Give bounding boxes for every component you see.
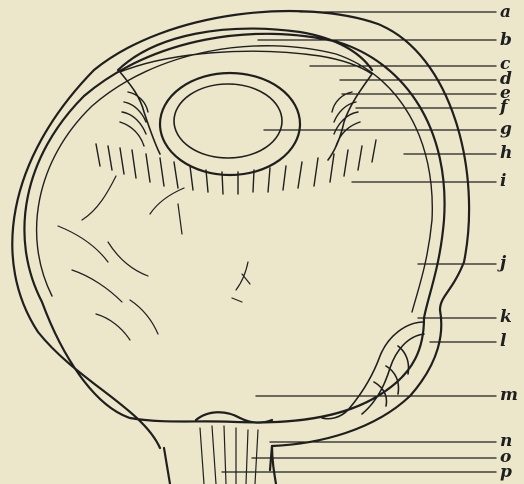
ciliary-process-right (332, 92, 360, 146)
detached-retina (322, 322, 424, 419)
retinal-vessels-right (232, 262, 250, 302)
label-h: h (500, 143, 512, 163)
label-p: p (500, 462, 512, 482)
label-k: k (500, 307, 512, 327)
optic-nerve-fibers (200, 426, 258, 484)
label-l: l (500, 331, 507, 351)
choroid-outline (24, 34, 444, 423)
anterior-chamber (120, 51, 372, 74)
lens-inner (174, 84, 282, 158)
label-b: b (500, 30, 512, 50)
label-g: g (500, 119, 512, 139)
retinal-vessels-left (58, 176, 184, 340)
iris-right (328, 74, 372, 160)
label-m: m (500, 385, 518, 405)
label-j: j (497, 253, 507, 273)
optic-nerve-left (164, 448, 170, 484)
label-i: i (500, 171, 506, 191)
ciliary-process-left (120, 92, 148, 146)
optic-nerve-right (272, 446, 276, 484)
zonular-fibers (96, 140, 376, 194)
lens-outer (160, 73, 300, 175)
label-a: a (500, 2, 511, 22)
leader-lines (222, 12, 496, 472)
